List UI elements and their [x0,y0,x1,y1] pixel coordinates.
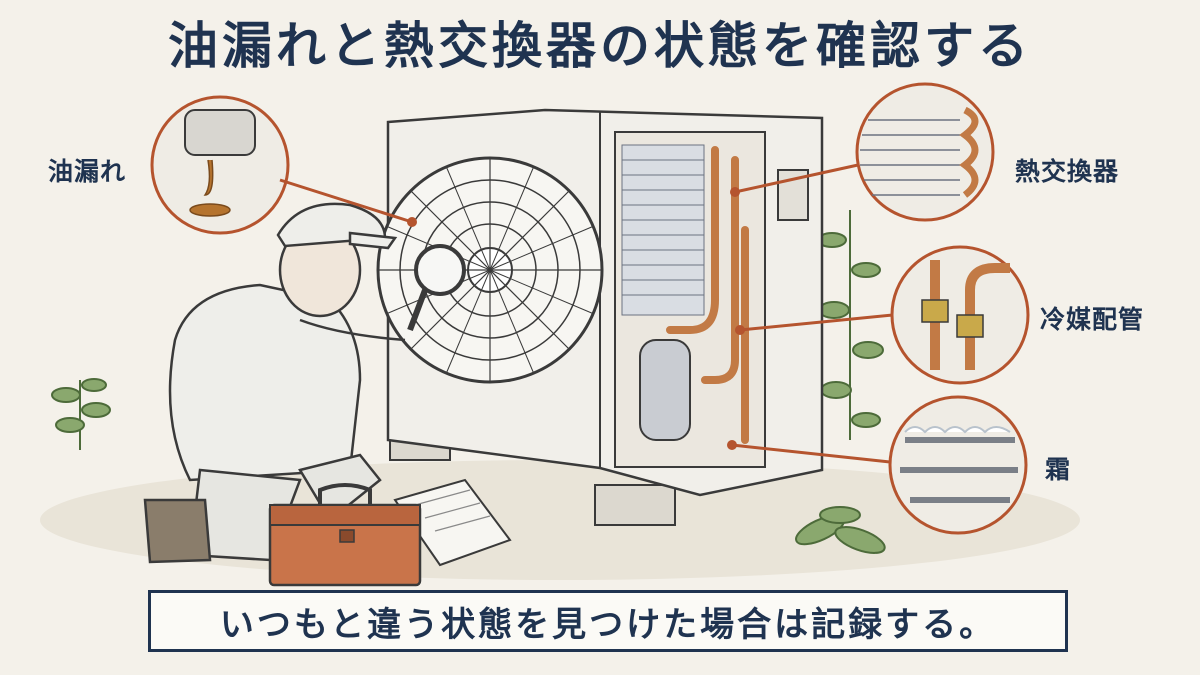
clipboard-icon [393,478,512,567]
outdoor-unit [376,108,824,497]
heat-exchanger-fins [621,144,705,316]
plant-right [817,210,884,440]
label-heat-exchanger: 熱交換器 [1015,157,1120,186]
leader-dots [407,187,745,450]
plant-left [51,378,111,450]
label-oil-leak: 油漏れ [48,157,127,186]
label-frost: 霜 [1045,455,1072,484]
copper-pipes [666,146,749,444]
plant-bottom-right [795,506,886,554]
callout-refrigerant-piping-detail [890,245,1030,385]
caption-text: いつもと違う状態を見つけた場合は記録する。 [219,604,997,645]
concrete-block-right [594,484,676,526]
page-title: 油漏れと熱交換器の状態を確認する [168,17,1032,75]
caption-box: いつもと違う状態を見つけた場合は記録する。 [148,590,1068,652]
fan-grille [376,156,604,384]
leader-lines [279,163,894,464]
callout-heat-exchanger-detail [855,82,995,222]
magnifying-glass-icon [414,244,466,296]
callout-oil-leak-detail [150,95,290,235]
toolbox-icon [268,483,422,587]
callout-frost-detail [888,395,1028,535]
label-refrigerant-piping: 冷媒配管 [1040,305,1145,334]
compressor [639,339,691,441]
technician [143,202,466,564]
